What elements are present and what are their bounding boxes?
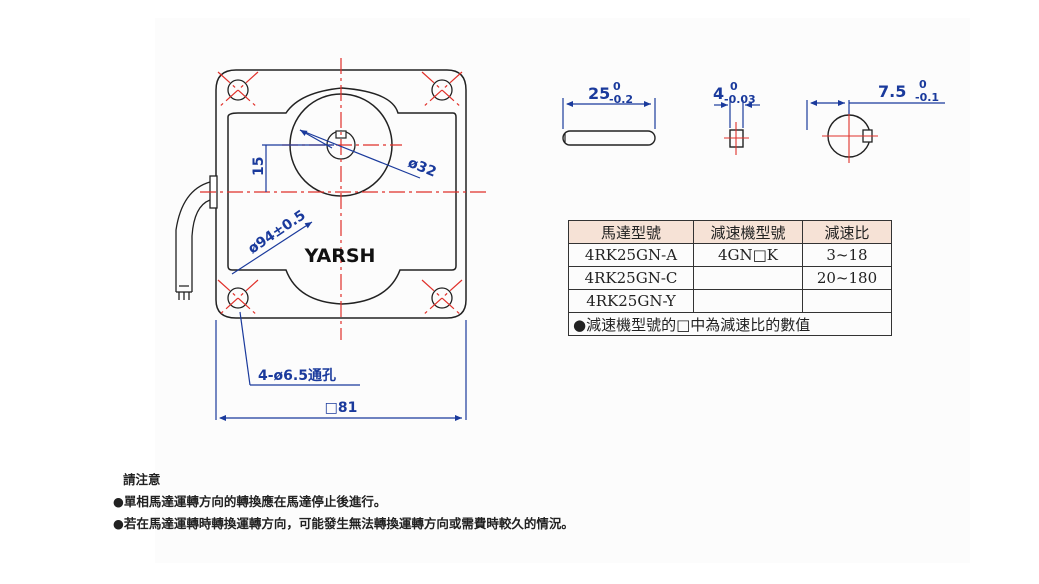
cell-gearbox-model: 4GN□K xyxy=(693,243,803,267)
cell-motor-model: 4RK25GN-A xyxy=(568,243,694,267)
shaft-detail-flat: 7.5 0 -0.1 xyxy=(806,78,945,163)
body-outline xyxy=(227,87,457,305)
note-item: ●單相馬達運轉方向的轉換應在馬達停止後進行。 xyxy=(113,494,387,509)
cell-gearbox-model xyxy=(693,266,803,290)
motor-front-view: YARSH ø94±0.5 ø32 15 4-ø6.5通孔 □81 xyxy=(175,58,488,421)
tol-upper-3: 0 xyxy=(919,78,927,91)
dim-offset-15: 15 xyxy=(251,157,267,176)
cell-ratio: 20~180 xyxy=(802,266,892,290)
notes-title: 請注意 xyxy=(123,472,161,487)
cell-motor-model: 4RK25GN-C xyxy=(568,266,694,290)
table-footnote: ●減速機型號的□中為減速比的數值 xyxy=(568,312,892,336)
cell-motor-model: 4RK25GN-Y xyxy=(568,289,694,313)
tol-lower-2: -0.03 xyxy=(724,93,756,106)
tol-lower-3: -0.1 xyxy=(915,91,939,104)
brand-label: YARSH xyxy=(304,245,376,267)
dim-diameter-32: ø32 xyxy=(406,155,439,181)
table-header-row: 馬達型號 減速機型號 減速比 xyxy=(568,220,892,244)
flange-outline xyxy=(215,69,467,319)
shaft-detail-key-width: 4 0 -0.03 xyxy=(713,80,760,155)
table-row: 4RK25GN-Y xyxy=(568,289,892,313)
dim-holes: 4-ø6.5通孔 xyxy=(258,368,336,384)
table-row: 4RK25GN-C 20~180 xyxy=(568,266,892,290)
notes-block: 請注意 ●單相馬達運轉方向的轉換應在馬達停止後進行。 ●若在馬達運轉時轉換運轉方… xyxy=(113,469,574,535)
tol-upper-2: 0 xyxy=(730,80,738,93)
dim-width-81: □81 xyxy=(325,400,358,416)
dimension-lines xyxy=(215,129,467,421)
cell-ratio: 3~18 xyxy=(802,243,892,267)
tol-base-3: 7.5 xyxy=(878,82,906,101)
shaft-detail-length: 25 0 -0.2 xyxy=(562,80,656,146)
spec-table: 馬達型號 減速機型號 減速比 4RK25GN-A 4GN□K 3~18 4RK2… xyxy=(568,220,892,336)
tol-upper-1: 0 xyxy=(613,80,621,93)
header-gearbox-model: 減速機型號 xyxy=(693,220,803,244)
cell-ratio xyxy=(802,289,892,313)
table-footnote-row: ●減速機型號的□中為減速比的數值 xyxy=(568,312,892,336)
tol-base-1: 25 xyxy=(588,84,610,103)
dim-diameter-94: ø94±0.5 xyxy=(245,207,308,257)
table-row: 4RK25GN-A 4GN□K 3~18 xyxy=(568,243,892,267)
cell-gearbox-model xyxy=(693,289,803,313)
header-ratio: 減速比 xyxy=(802,220,892,244)
lead-cable xyxy=(175,175,218,300)
mounting-holes xyxy=(227,79,453,309)
header-motor-model: 馬達型號 xyxy=(568,220,694,244)
centerlines xyxy=(200,58,488,340)
note-item: ●若在馬達運轉時轉換運轉方向，可能發生無法轉換運轉方向或需費時較久的情況。 xyxy=(113,516,574,531)
tol-base-2: 4 xyxy=(713,84,724,103)
tol-lower-1: -0.2 xyxy=(609,93,633,106)
